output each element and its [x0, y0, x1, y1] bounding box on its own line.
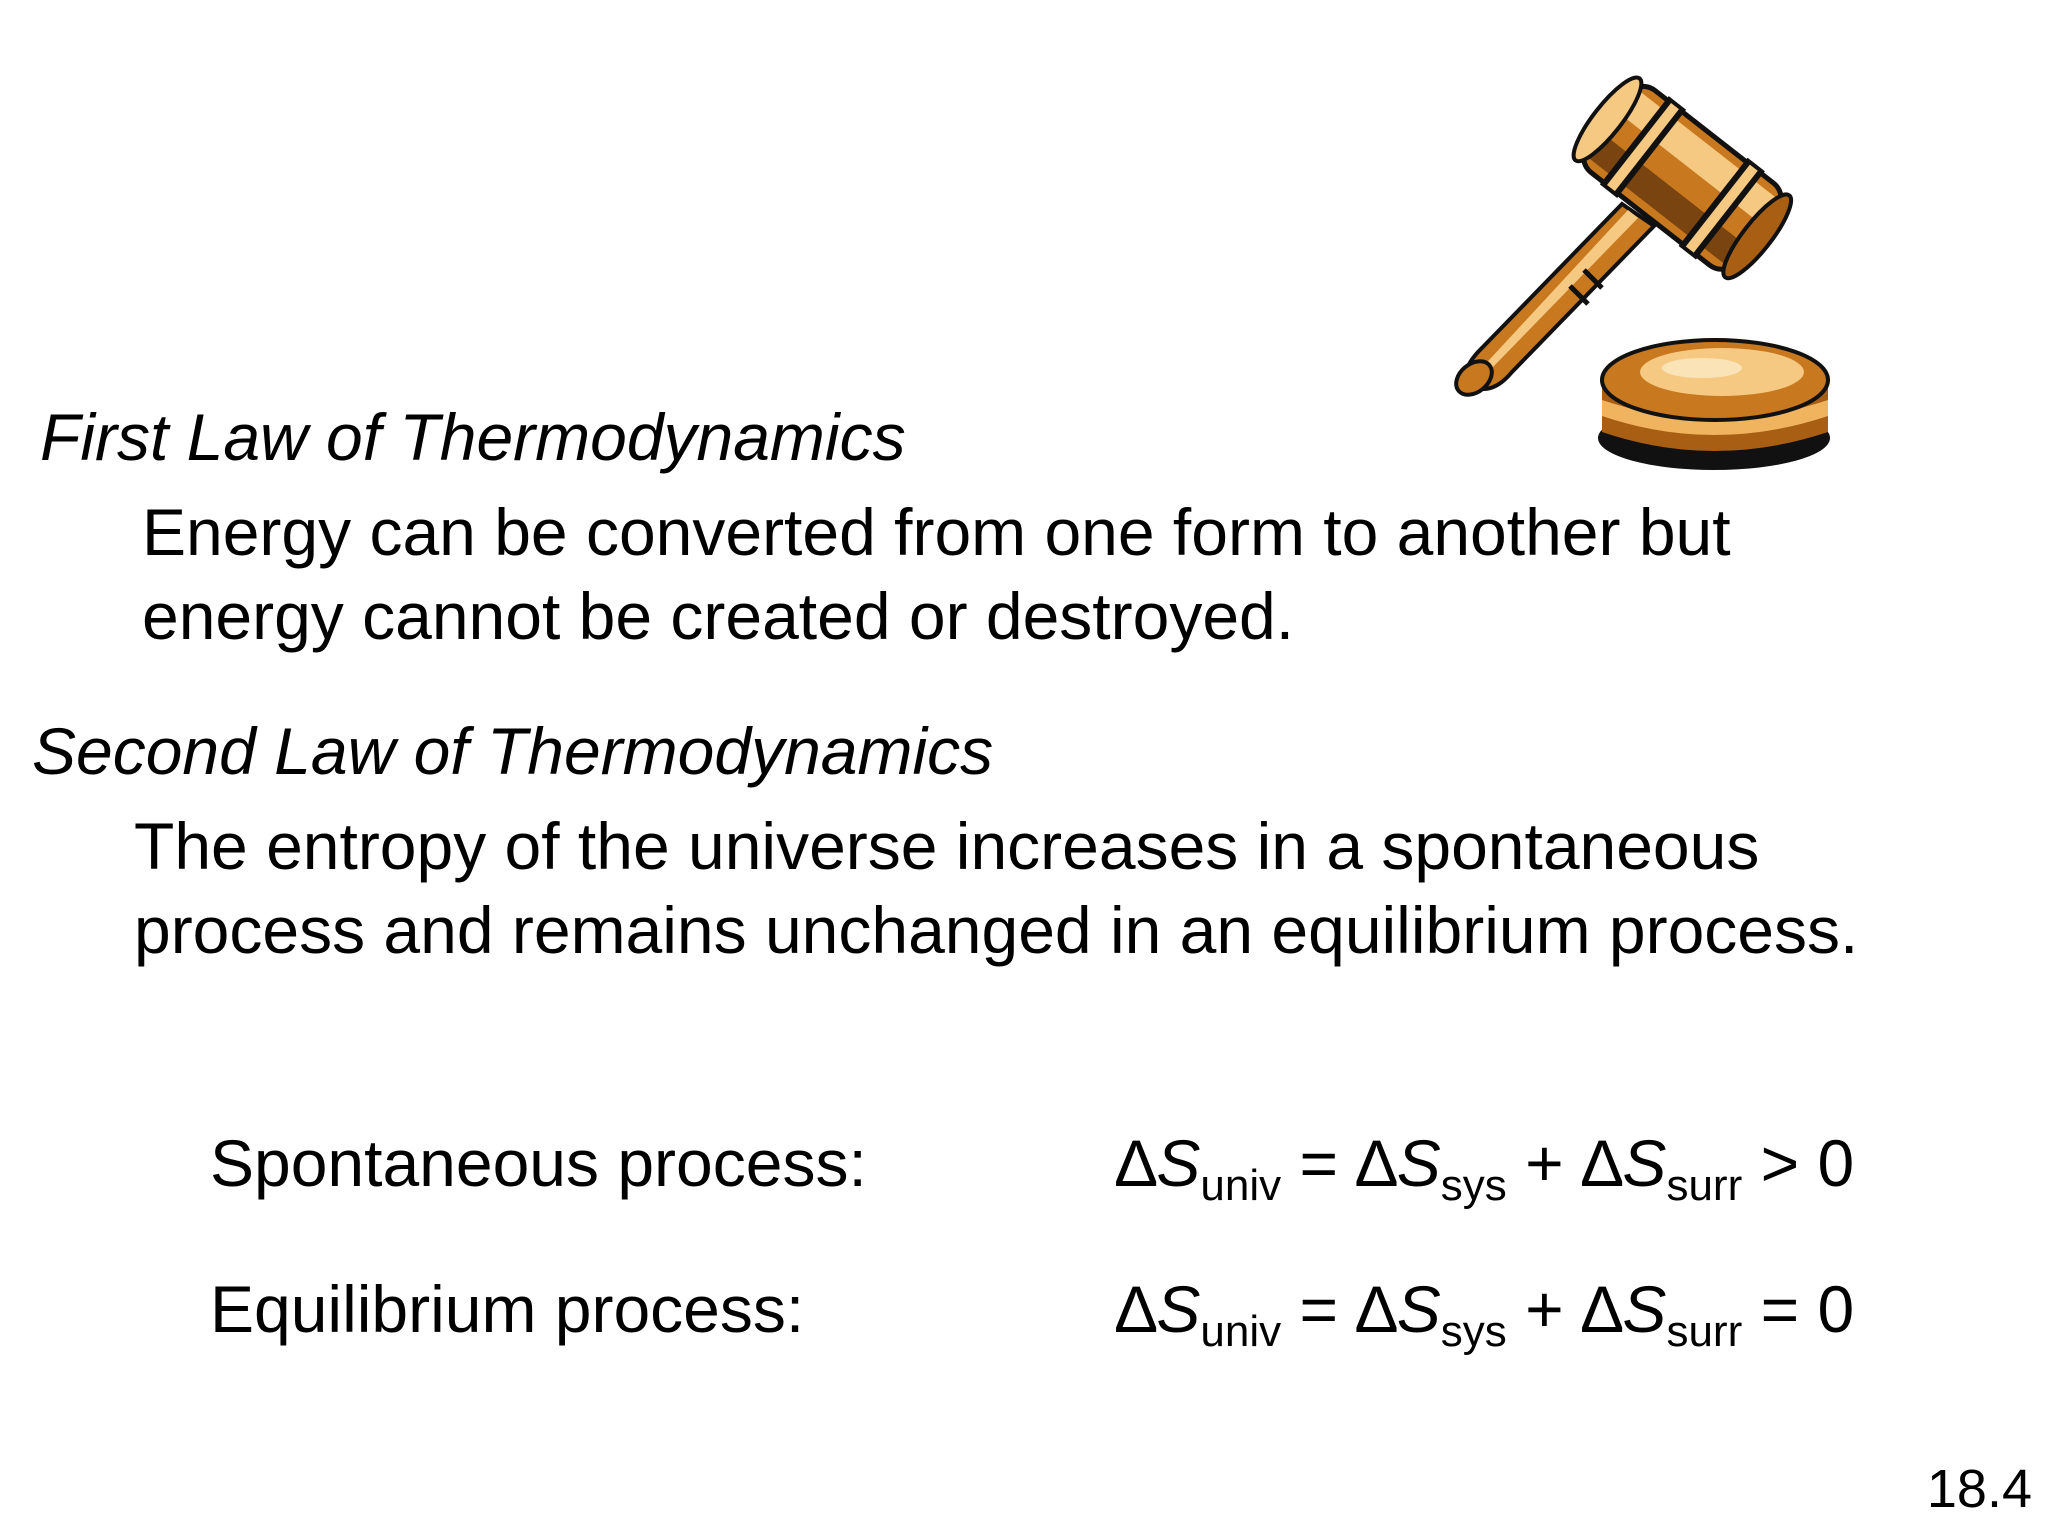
- second-law-line-2: process and remains unchanged in an equi…: [134, 893, 1859, 967]
- entropy-var: S: [1156, 1272, 1201, 1346]
- equals-sign: =: [1299, 1272, 1339, 1346]
- first-law-line-2: energy cannot be created or destroyed.: [142, 579, 1295, 653]
- first-law-heading: First Law of Thermodynamics: [40, 400, 906, 474]
- gavel-head: [1571, 75, 1794, 281]
- relation: > 0: [1760, 1126, 1855, 1200]
- entropy-var: S: [1156, 1126, 1201, 1200]
- entropy-var: S: [1622, 1272, 1667, 1346]
- entropy-var: S: [1622, 1126, 1667, 1200]
- delta-symbol: ∆: [1582, 1126, 1623, 1200]
- sub-univ: univ: [1200, 1161, 1282, 1210]
- equilibrium-process-equation: ∆Suniv = ∆Ssys + ∆Ssurr = 0: [1116, 1276, 1854, 1354]
- sub-sys: sys: [1440, 1161, 1507, 1210]
- first-law-text: Energy can be converted from one form to…: [142, 490, 1731, 658]
- first-law-line-1: Energy can be converted from one form to…: [142, 495, 1731, 569]
- second-law-heading: Second Law of Thermodynamics: [32, 714, 994, 788]
- equilibrium-process-label: Equilibrium process:: [210, 1272, 805, 1346]
- spontaneous-process-label: Spontaneous process:: [210, 1126, 867, 1200]
- sub-surr: surr: [1666, 1161, 1743, 1210]
- plus-sign: +: [1525, 1272, 1564, 1346]
- sound-block: [1598, 338, 1830, 470]
- gavel-icon: [1454, 75, 1830, 470]
- delta-symbol: ∆: [1356, 1272, 1397, 1346]
- spontaneous-process-equation: ∆Suniv = ∆Ssys + ∆Ssurr > 0: [1116, 1130, 1854, 1208]
- second-law-text: The entropy of the universe increases in…: [134, 804, 1858, 972]
- gavel-handle: [1454, 201, 1658, 397]
- second-law-line-1: The entropy of the universe increases in…: [134, 809, 1760, 883]
- slide-number: 18.4: [1926, 1459, 2032, 1519]
- sub-univ: univ: [1200, 1307, 1282, 1356]
- entropy-var: S: [1396, 1126, 1441, 1200]
- plus-sign: +: [1525, 1126, 1564, 1200]
- equals-sign: =: [1299, 1126, 1339, 1200]
- delta-symbol: ∆: [1116, 1126, 1157, 1200]
- relation: = 0: [1760, 1272, 1855, 1346]
- sub-sys: sys: [1440, 1307, 1507, 1356]
- delta-symbol: ∆: [1116, 1272, 1157, 1346]
- delta-symbol: ∆: [1356, 1126, 1397, 1200]
- delta-symbol: ∆: [1582, 1272, 1623, 1346]
- entropy-var: S: [1396, 1272, 1441, 1346]
- sub-surr: surr: [1666, 1307, 1743, 1356]
